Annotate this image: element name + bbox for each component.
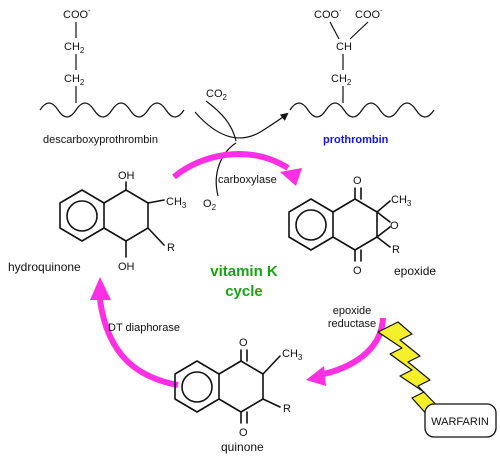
hydroquinone-structure: OH OH CH3 R hydroquinone — [8, 170, 187, 274]
carboxylation-arrows: CO2 O2 carboxylase — [194, 88, 289, 212]
svg-text:cycle: cycle — [225, 283, 263, 300]
dt-diaphorase-label: DT diaphorase — [108, 322, 180, 334]
epoxide-o-ring: O — [390, 220, 399, 232]
epoxide-r: R — [392, 244, 400, 256]
cycle-arrows — [90, 151, 386, 388]
epoxide-structure: O O O CH3 R epoxide — [288, 175, 436, 278]
descarboxyprothrombin-label: descarboxyprothrombin — [43, 134, 158, 146]
svg-text:COO-: COO- — [314, 8, 342, 21]
carboxylase-label: carboxylase — [218, 174, 277, 186]
o2-label: O2 — [203, 198, 217, 212]
svg-text:vitamin K: vitamin K — [210, 263, 278, 280]
quinone-o-bottom: O — [239, 427, 248, 439]
epoxide-reductase-label-2: reductase — [328, 318, 376, 330]
quinone-r: R — [283, 403, 291, 415]
oh-top: OH — [118, 170, 135, 182]
quinone-label: quinone — [221, 440, 264, 454]
epoxide-o-bottom: O — [353, 265, 362, 277]
prothrombin-structure: COO- COO- CH CH2 prothrombin — [289, 8, 435, 146]
svg-text:CH2: CH2 — [64, 73, 85, 87]
svg-text:COO-: COO- — [63, 8, 91, 21]
hydroquinone-r: R — [167, 242, 175, 254]
vitamin-k-cycle-title: vitamin K cycle — [210, 263, 278, 300]
quinone-ch3: CH3 — [282, 348, 303, 362]
protein-backbone-right — [289, 102, 435, 118]
hydroquinone-label: hydroquinone — [8, 260, 81, 274]
quinone-o-top: O — [239, 337, 248, 349]
svg-text:CH2: CH2 — [64, 41, 85, 55]
epoxide-label: epoxide — [394, 264, 436, 278]
protein-backbone-left — [39, 102, 185, 118]
warfarin-box: WARFARIN — [424, 403, 497, 438]
warfarin-label: WARFARIN — [431, 416, 489, 428]
hydroquinone-ch3: CH3 — [166, 196, 187, 210]
epoxide-reductase-label-1: epoxide — [333, 305, 372, 317]
prothrombin-label: prothrombin — [323, 134, 389, 146]
quinone-structure: O O CH3 R quinone — [174, 337, 303, 454]
svg-text:COO-: COO- — [355, 8, 383, 21]
oh-bottom: OH — [118, 261, 135, 273]
co2-label: CO2 — [206, 88, 228, 102]
svg-text:CH: CH — [336, 41, 352, 53]
epoxide-o-top: O — [353, 175, 362, 187]
epoxide-ch3: CH3 — [391, 194, 412, 208]
descarboxyprothrombin-structure: COO- CH2 CH2 descarboxyprothrombin — [39, 8, 185, 146]
svg-text:CH2: CH2 — [331, 73, 352, 87]
